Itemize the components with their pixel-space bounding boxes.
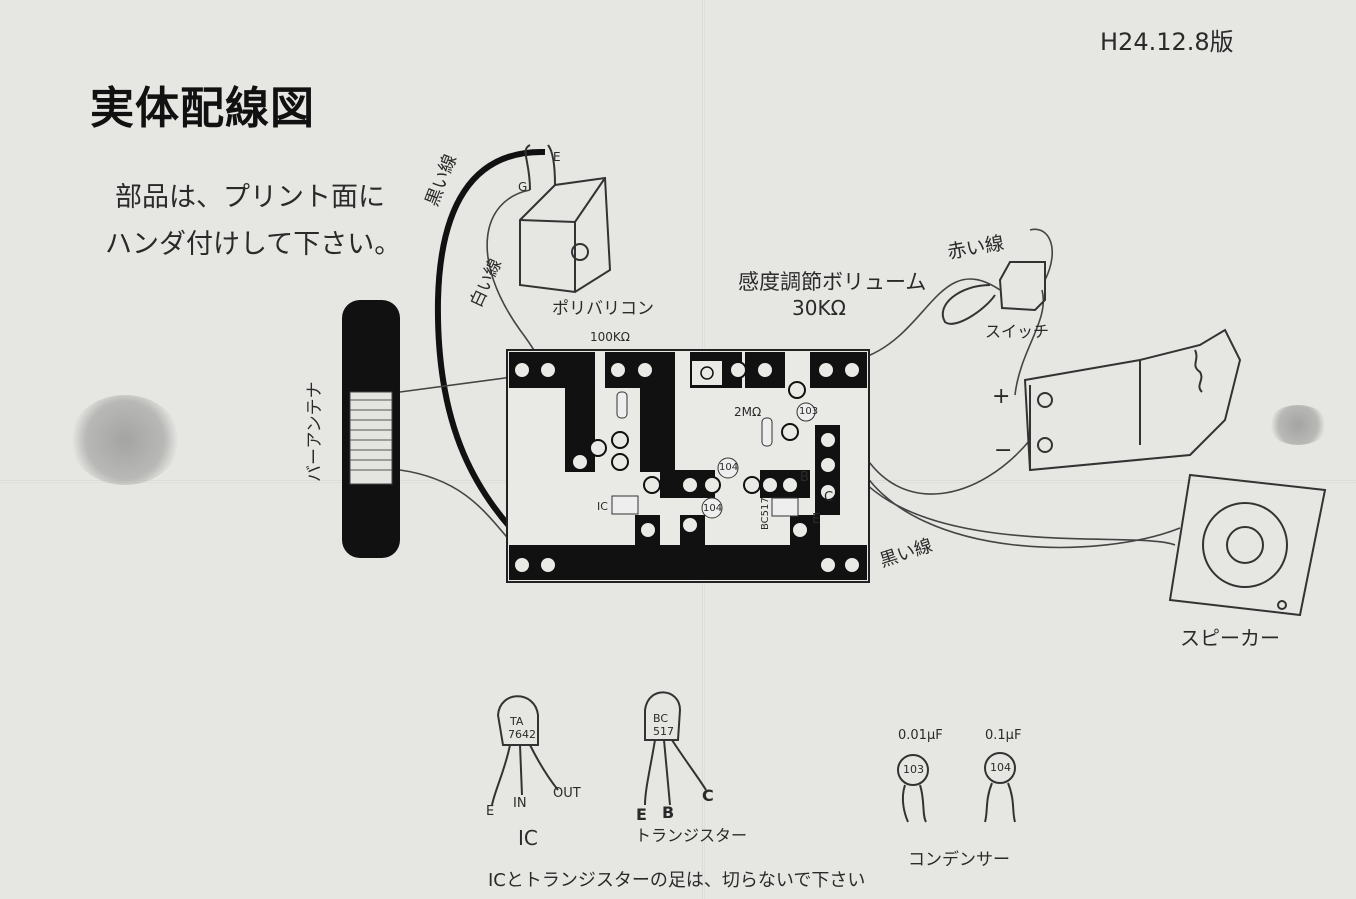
legend-transistor-pin-c: C: [702, 786, 714, 805]
legend-ic-pin-out: OUT: [553, 786, 581, 801]
ink-stain-right: [1268, 405, 1328, 445]
bar-antenna-label: バーアンテナ: [305, 381, 325, 482]
polyvaricon-pin-e: E: [553, 150, 561, 164]
battery-plus: +: [992, 384, 1011, 409]
version-date: H24.12.8版: [1100, 28, 1234, 56]
switch: [941, 261, 1046, 325]
legend-ic-drawing: [491, 695, 559, 806]
polyvaricon: [519, 144, 612, 294]
transistor-pin-b-label: B: [800, 470, 809, 485]
legend-transistor-pin-e: E: [636, 805, 647, 824]
ink-stain-left: [70, 395, 180, 485]
bar-antenna: [342, 300, 400, 558]
polyvaricon-label: ポリバリコン: [552, 299, 654, 319]
speaker: [1168, 473, 1327, 617]
page-title: 実体配線図: [90, 83, 315, 134]
legend-cap2-value: 0.1μF: [985, 728, 1022, 743]
battery-minus: −: [994, 438, 1013, 463]
legend-capacitor-drawings: [897, 752, 1016, 823]
legend-ic-chip-line1: TA: [510, 715, 524, 728]
speaker-label: スピーカー: [1180, 626, 1280, 650]
cap-103-board-label: 103: [799, 406, 819, 417]
transistor-board-label: BC517: [760, 497, 771, 530]
legend-ic-chip-line2: 7642: [508, 728, 536, 741]
switch-label: スイッチ: [985, 322, 1050, 341]
legend-ic-caption: IC: [518, 826, 538, 850]
resistor-2m-label: 2MΩ: [734, 405, 762, 419]
ic-board-label: IC: [597, 500, 608, 513]
legend-ic-pin-e: E: [486, 804, 495, 819]
thick-black-wire: [434, 148, 554, 571]
resistor-100k-label: 100KΩ: [590, 330, 630, 344]
volume-title: 感度調節ボリューム: [738, 270, 927, 294]
instruction-line-2: ハンダ付けして下さい。: [105, 229, 402, 260]
cap-104-board-label-a: 104: [719, 462, 739, 473]
instruction-line-1: 部品は、プリント面に: [115, 182, 385, 213]
battery-holder: [1023, 328, 1242, 472]
legend-transistor-drawing: [644, 691, 707, 806]
legend-transistor-pin-b: B: [662, 803, 675, 822]
legend-transistor-chip-line1: BC: [653, 712, 669, 725]
legend-cap1-code: 103: [903, 763, 924, 776]
legend-cap2-code: 104: [990, 761, 1011, 774]
transistor-pin-c-label: C: [824, 490, 834, 505]
legend-transistor-chip-line2: 517: [653, 725, 674, 738]
polyvaricon-pin-g: G: [518, 180, 528, 194]
pcb-board: [506, 349, 870, 583]
transistor-pin-e-label: E: [812, 512, 821, 527]
volume-value: 30KΩ: [792, 296, 846, 320]
cap-104-board-label-b: 104: [703, 503, 723, 514]
legend-ic-pin-in: IN: [513, 796, 527, 811]
footer-note: ICとトランジスターの足は、切らないで下さい: [488, 870, 866, 891]
legend-cap1-value: 0.01μF: [898, 728, 943, 743]
legend-transistor-caption: トランジスター: [635, 826, 748, 845]
legend-capacitor-caption: コンデンサー: [908, 850, 1010, 870]
